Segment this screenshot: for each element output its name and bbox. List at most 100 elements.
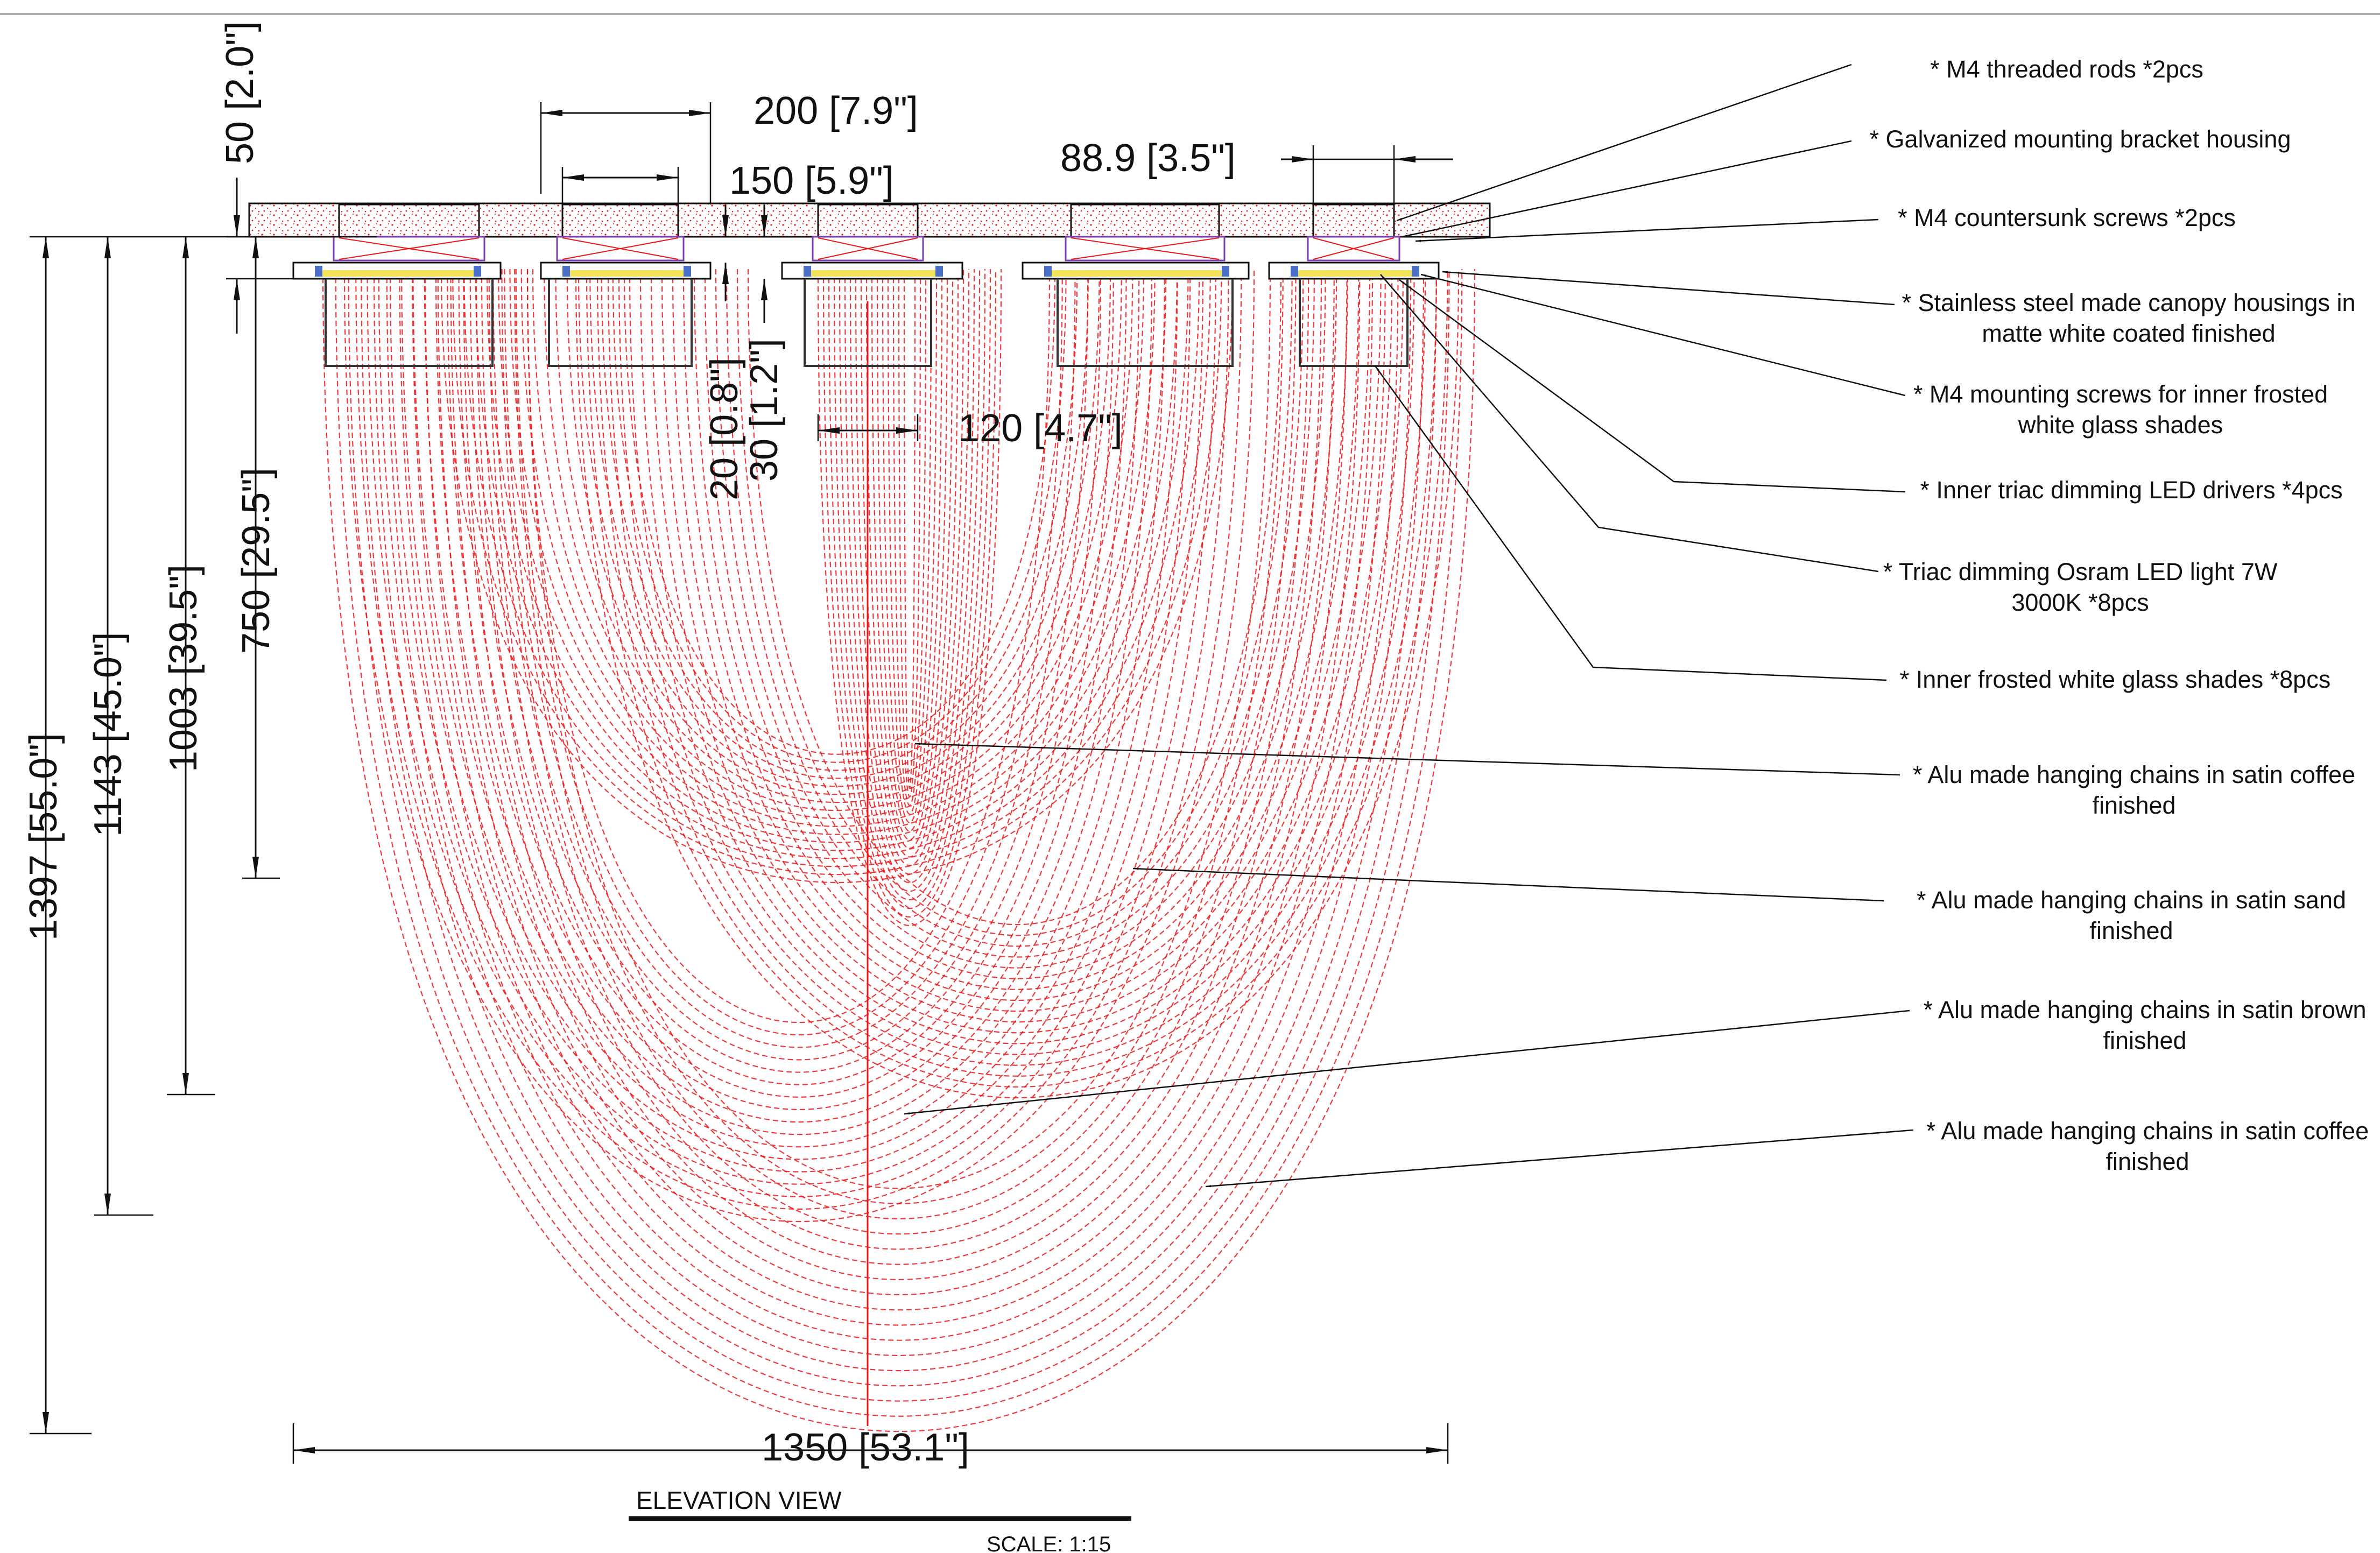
callout-chains-coffee-1: * Alu made hanging chains in satin coffe… (1913, 761, 2355, 819)
callout-countersunk-screws: * M4 countersunk screws *2pcs (1898, 204, 2236, 231)
chain-strand (596, 269, 1437, 1077)
leader-mounting-screws (1420, 273, 1906, 397)
chain-strand (715, 269, 1315, 958)
dim-200: 200 [7.9"] (754, 89, 918, 132)
bolt (804, 266, 811, 277)
chain-strand (882, 269, 938, 823)
canopy-2 (540, 203, 712, 367)
ceiling-speckle (250, 204, 1489, 236)
bolt (1044, 266, 1052, 277)
bracket-cross (1071, 237, 1220, 260)
view-scale: SCALE: 1:15 (987, 1533, 1111, 1553)
leader-glass-shades (1374, 365, 1887, 681)
chain-strand (726, 269, 1304, 947)
chain-strand (555, 269, 1122, 803)
chain-strand (424, 269, 1374, 1311)
chain-strand (475, 269, 1200, 859)
dim-150: 150 [5.9"] (729, 159, 894, 202)
leader-countersunk-screws (1415, 218, 1879, 242)
view-title: ELEVATION VIEW (636, 1486, 842, 1514)
canopy-5 (1268, 203, 1440, 367)
chain-strand (335, 269, 1463, 1417)
bolt (562, 266, 570, 277)
chain-strand (412, 269, 1386, 1326)
chain-strand (515, 269, 1063, 1036)
chain-strand (855, 269, 964, 866)
chain-strand (452, 269, 1222, 876)
chain-strand (355, 269, 1242, 1210)
chain-strand (578, 269, 1100, 787)
chain-loop-sand (575, 269, 1460, 1099)
chain-strand (361, 269, 1437, 1387)
led-strip (315, 270, 479, 277)
chain-strand (618, 269, 1415, 1055)
dim-88: 88.9 [3.5"] (1060, 137, 1236, 180)
chain-loop-middle (817, 269, 1002, 927)
chain-strand (367, 269, 1229, 1197)
chain-strand (378, 269, 1216, 1185)
leader-led-light (1380, 274, 1879, 573)
bracket-cross (1313, 237, 1395, 260)
chain-strand (343, 269, 1255, 1223)
dimension-lines (30, 102, 1453, 1464)
dim-50: 50 [2.0"] (219, 21, 262, 164)
chain-strand (629, 269, 1404, 1044)
chain-strand (704, 269, 1326, 969)
chain-strand (492, 269, 1089, 1061)
chain-strand (575, 269, 1460, 1099)
chain-strand (447, 269, 1140, 1111)
chain-strand (586, 269, 1448, 1088)
chain-strand (822, 269, 997, 918)
callouts: * M4 threaded rods *2pcs * Galvanized mo… (1870, 55, 2369, 1175)
leader-mounting-bracket (1402, 140, 1852, 238)
chain-strand (887, 269, 932, 815)
chain-strand (437, 269, 1361, 1296)
leader-threaded-rods (1396, 63, 1852, 222)
callout-canopy-housings: * Stainless steel made canopy housings i… (1902, 289, 2355, 347)
chain-strand (399, 269, 1399, 1341)
bracket-cross (339, 237, 480, 260)
chain-loop-coffee (440, 269, 1234, 884)
canopy-3 (781, 203, 963, 367)
chain-strand (348, 269, 1450, 1402)
chain-strand (401, 269, 1191, 1160)
chain-strand (463, 269, 1211, 867)
chain-strand (650, 269, 1382, 1023)
hanging-chains (322, 269, 1476, 1432)
leader-chains-sand (1132, 867, 1884, 902)
bolt (1222, 266, 1229, 277)
chain-strand (672, 269, 1360, 1001)
bolt (1412, 266, 1419, 277)
dim-1003: 1003 [39.5"] (162, 564, 205, 772)
chain-strand (504, 269, 1076, 1048)
dim-120: 120 [4.7"] (958, 407, 1123, 450)
chain-strand (898, 269, 921, 798)
led-strip (1291, 270, 1417, 277)
chain-strand (589, 269, 1089, 779)
chain-strand (844, 269, 975, 884)
chain-strand (566, 269, 1111, 795)
chain-strand (682, 269, 1348, 990)
chain-strand (509, 269, 1167, 835)
chain-strand (860, 269, 959, 858)
chain-strand (607, 269, 1426, 1066)
chain-strand (623, 269, 1056, 755)
glass-shade (548, 279, 693, 367)
chain-strand (424, 269, 1165, 1135)
leader-chains-coffee-2 (1205, 1129, 1914, 1188)
led-strip (804, 270, 941, 277)
chain-strand (481, 269, 1102, 1073)
glass-shade (804, 279, 932, 367)
chain-strand (736, 269, 1293, 936)
bolt (1291, 266, 1298, 277)
canopy-4 (1022, 203, 1250, 367)
bolt (935, 266, 943, 277)
bolt (315, 266, 322, 277)
callout-chains-coffee-2: * Alu made hanging chains in satin coffe… (1926, 1117, 2369, 1175)
callout-chains-brown: * Alu made hanging chains in satin brown… (1923, 996, 2366, 1054)
canopy-1 (292, 203, 502, 367)
canopy-hardware (292, 203, 1440, 367)
